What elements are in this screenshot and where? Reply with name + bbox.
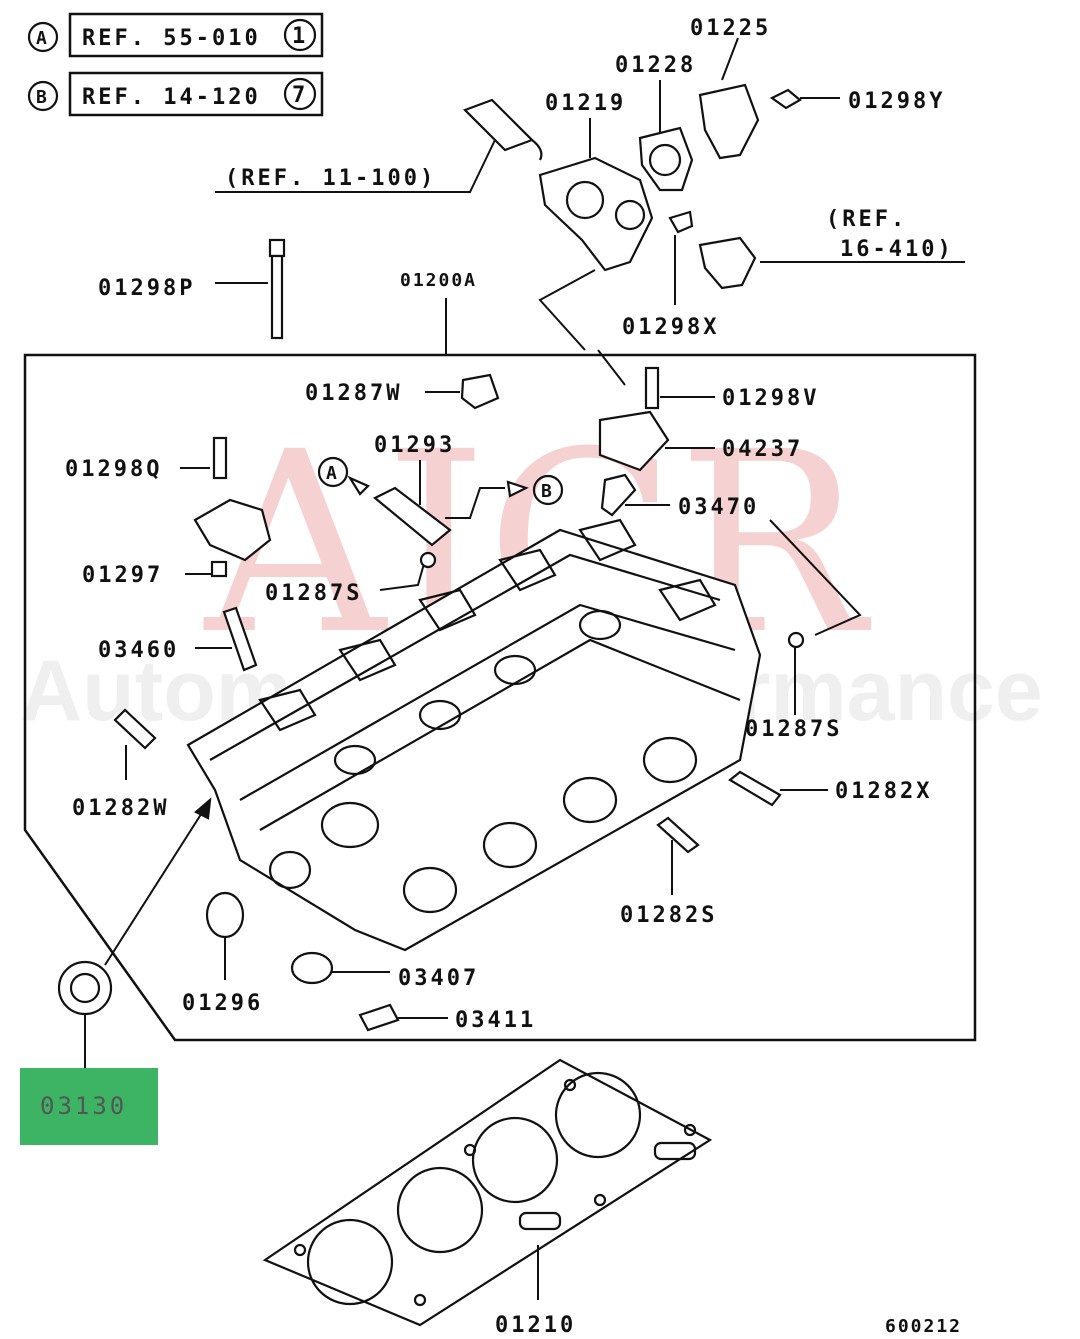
ref-badge-a: [27, 21, 59, 53]
ref-badge-a-label: A: [36, 28, 49, 49]
bolt-01298Y: [769, 88, 802, 110]
bolt-01298P-shank: [270, 254, 284, 340]
seal-01296: [205, 891, 245, 939]
badge-b-text: B: [541, 481, 554, 502]
lead-01287S-a: [379, 559, 426, 591]
ref-badge-b: [27, 80, 59, 112]
label-01296: 01296: [182, 991, 263, 1016]
lead-03130-arrow: [104, 807, 206, 966]
label-01293: 01293: [374, 433, 455, 458]
label-01210: 01210: [495, 1313, 576, 1338]
cap-01298Q: [193, 498, 272, 562]
label-01200A: 01200A: [400, 270, 477, 291]
oil-seal-03130: [57, 960, 113, 1016]
pin-03460: [222, 606, 258, 672]
arrow-head-icon: [194, 797, 212, 820]
label-01282S: 01282S: [620, 903, 717, 928]
label-ref-11-100: (REF. 11-100): [225, 166, 436, 191]
ref-box-a: [68, 12, 324, 58]
cylinder-head: [186, 518, 762, 952]
lead-01200A-branch: [538, 269, 596, 351]
ref-box-b: [68, 71, 324, 117]
label-01298X: 01298X: [622, 315, 719, 340]
arrow-to-a-icon: [347, 475, 370, 496]
lead-01293-to-b: [445, 487, 505, 519]
pin-01293: [372, 486, 452, 547]
label-03470: 03470: [678, 495, 759, 520]
label-ref-16-410-b: 16-410): [840, 237, 954, 262]
ref-text-a: REF. 55-010: [82, 26, 261, 51]
stud-01282S: [656, 816, 700, 854]
bolt-01298X-head: [668, 210, 694, 234]
label-01228: 01228: [615, 53, 696, 78]
sealant-tube-nozzle: [531, 139, 543, 161]
label-01287W: 01287W: [305, 381, 402, 406]
cap-04237: [598, 410, 670, 472]
ref-row-a[interactable]: A REF. 55-010 1: [27, 12, 324, 58]
gasket-01228-hole: [648, 143, 682, 177]
plug-01287W: [460, 373, 500, 410]
diagram-code: 600212: [885, 1316, 962, 1337]
label-03130: 03130: [40, 1092, 127, 1120]
cover-01225: [698, 83, 760, 160]
bolt-01298V: [644, 366, 660, 410]
arrow-to-b-icon: [506, 480, 529, 498]
bolt-01298Q: [212, 436, 228, 480]
stud-01282X: [728, 770, 782, 807]
ref-row-b[interactable]: B REF. 14-120 7: [27, 71, 324, 117]
ref-count-circle-a: [283, 18, 317, 52]
oil-seal-03130-inner: [69, 972, 101, 1004]
label-04237: 04237: [722, 437, 803, 462]
badge-b-icon: [532, 474, 564, 506]
stud-01282W: [113, 708, 157, 750]
plug-03407: [290, 951, 334, 985]
label-01282W: 01282W: [72, 796, 169, 821]
pin-03470: [600, 473, 637, 517]
plug-03411: [358, 1003, 400, 1032]
plug-01287S-a: [419, 551, 437, 569]
label-01287S-a: 01287S: [265, 581, 362, 606]
ref-count-b: 7: [292, 83, 308, 108]
lead-01225: [721, 37, 739, 81]
thermostat-housing-bore: [565, 180, 605, 220]
label-01297: 01297: [82, 563, 163, 588]
label-01298V: 01298V: [722, 386, 819, 411]
label-03411: 03411: [455, 1008, 536, 1033]
sensor-ref-16-410: [698, 236, 757, 290]
label-01298Y: 01298Y: [848, 89, 945, 114]
badge-a-icon: [317, 456, 349, 488]
gasket-01228: [638, 126, 694, 192]
label-01298Q: 01298Q: [65, 457, 162, 482]
lead-03470-branch: [769, 519, 862, 636]
label-03460: 03460: [98, 638, 179, 663]
ref-count-a: 1: [292, 24, 308, 49]
ref-text-b: REF. 14-120: [82, 85, 261, 110]
lead-ref-11-100: [215, 139, 496, 193]
label-ref-16-410-a: (REF.: [826, 207, 907, 232]
head-gasket-01210: [262, 1058, 713, 1327]
label-01282X: 01282X: [835, 779, 932, 804]
label-01287S-b: 01287S: [745, 717, 842, 742]
bolt-01298P-head: [268, 238, 286, 258]
ref-count-circle-b: [283, 77, 317, 111]
label-01298P: 01298P: [98, 276, 195, 301]
label-03407: 03407: [398, 966, 479, 991]
label-01225: 01225: [690, 16, 771, 41]
ref-badge-b-label: B: [36, 87, 49, 108]
highlight-03130[interactable]: [20, 1068, 158, 1145]
plug-01287S-b: [787, 631, 805, 649]
label-01219: 01219: [545, 91, 626, 116]
assembly-frame: [23, 353, 977, 1042]
sealant-tube: [463, 98, 534, 152]
badge-a-text: A: [326, 463, 339, 484]
thermostat-housing-outlet: [614, 199, 646, 231]
pin-01297: [210, 560, 228, 578]
